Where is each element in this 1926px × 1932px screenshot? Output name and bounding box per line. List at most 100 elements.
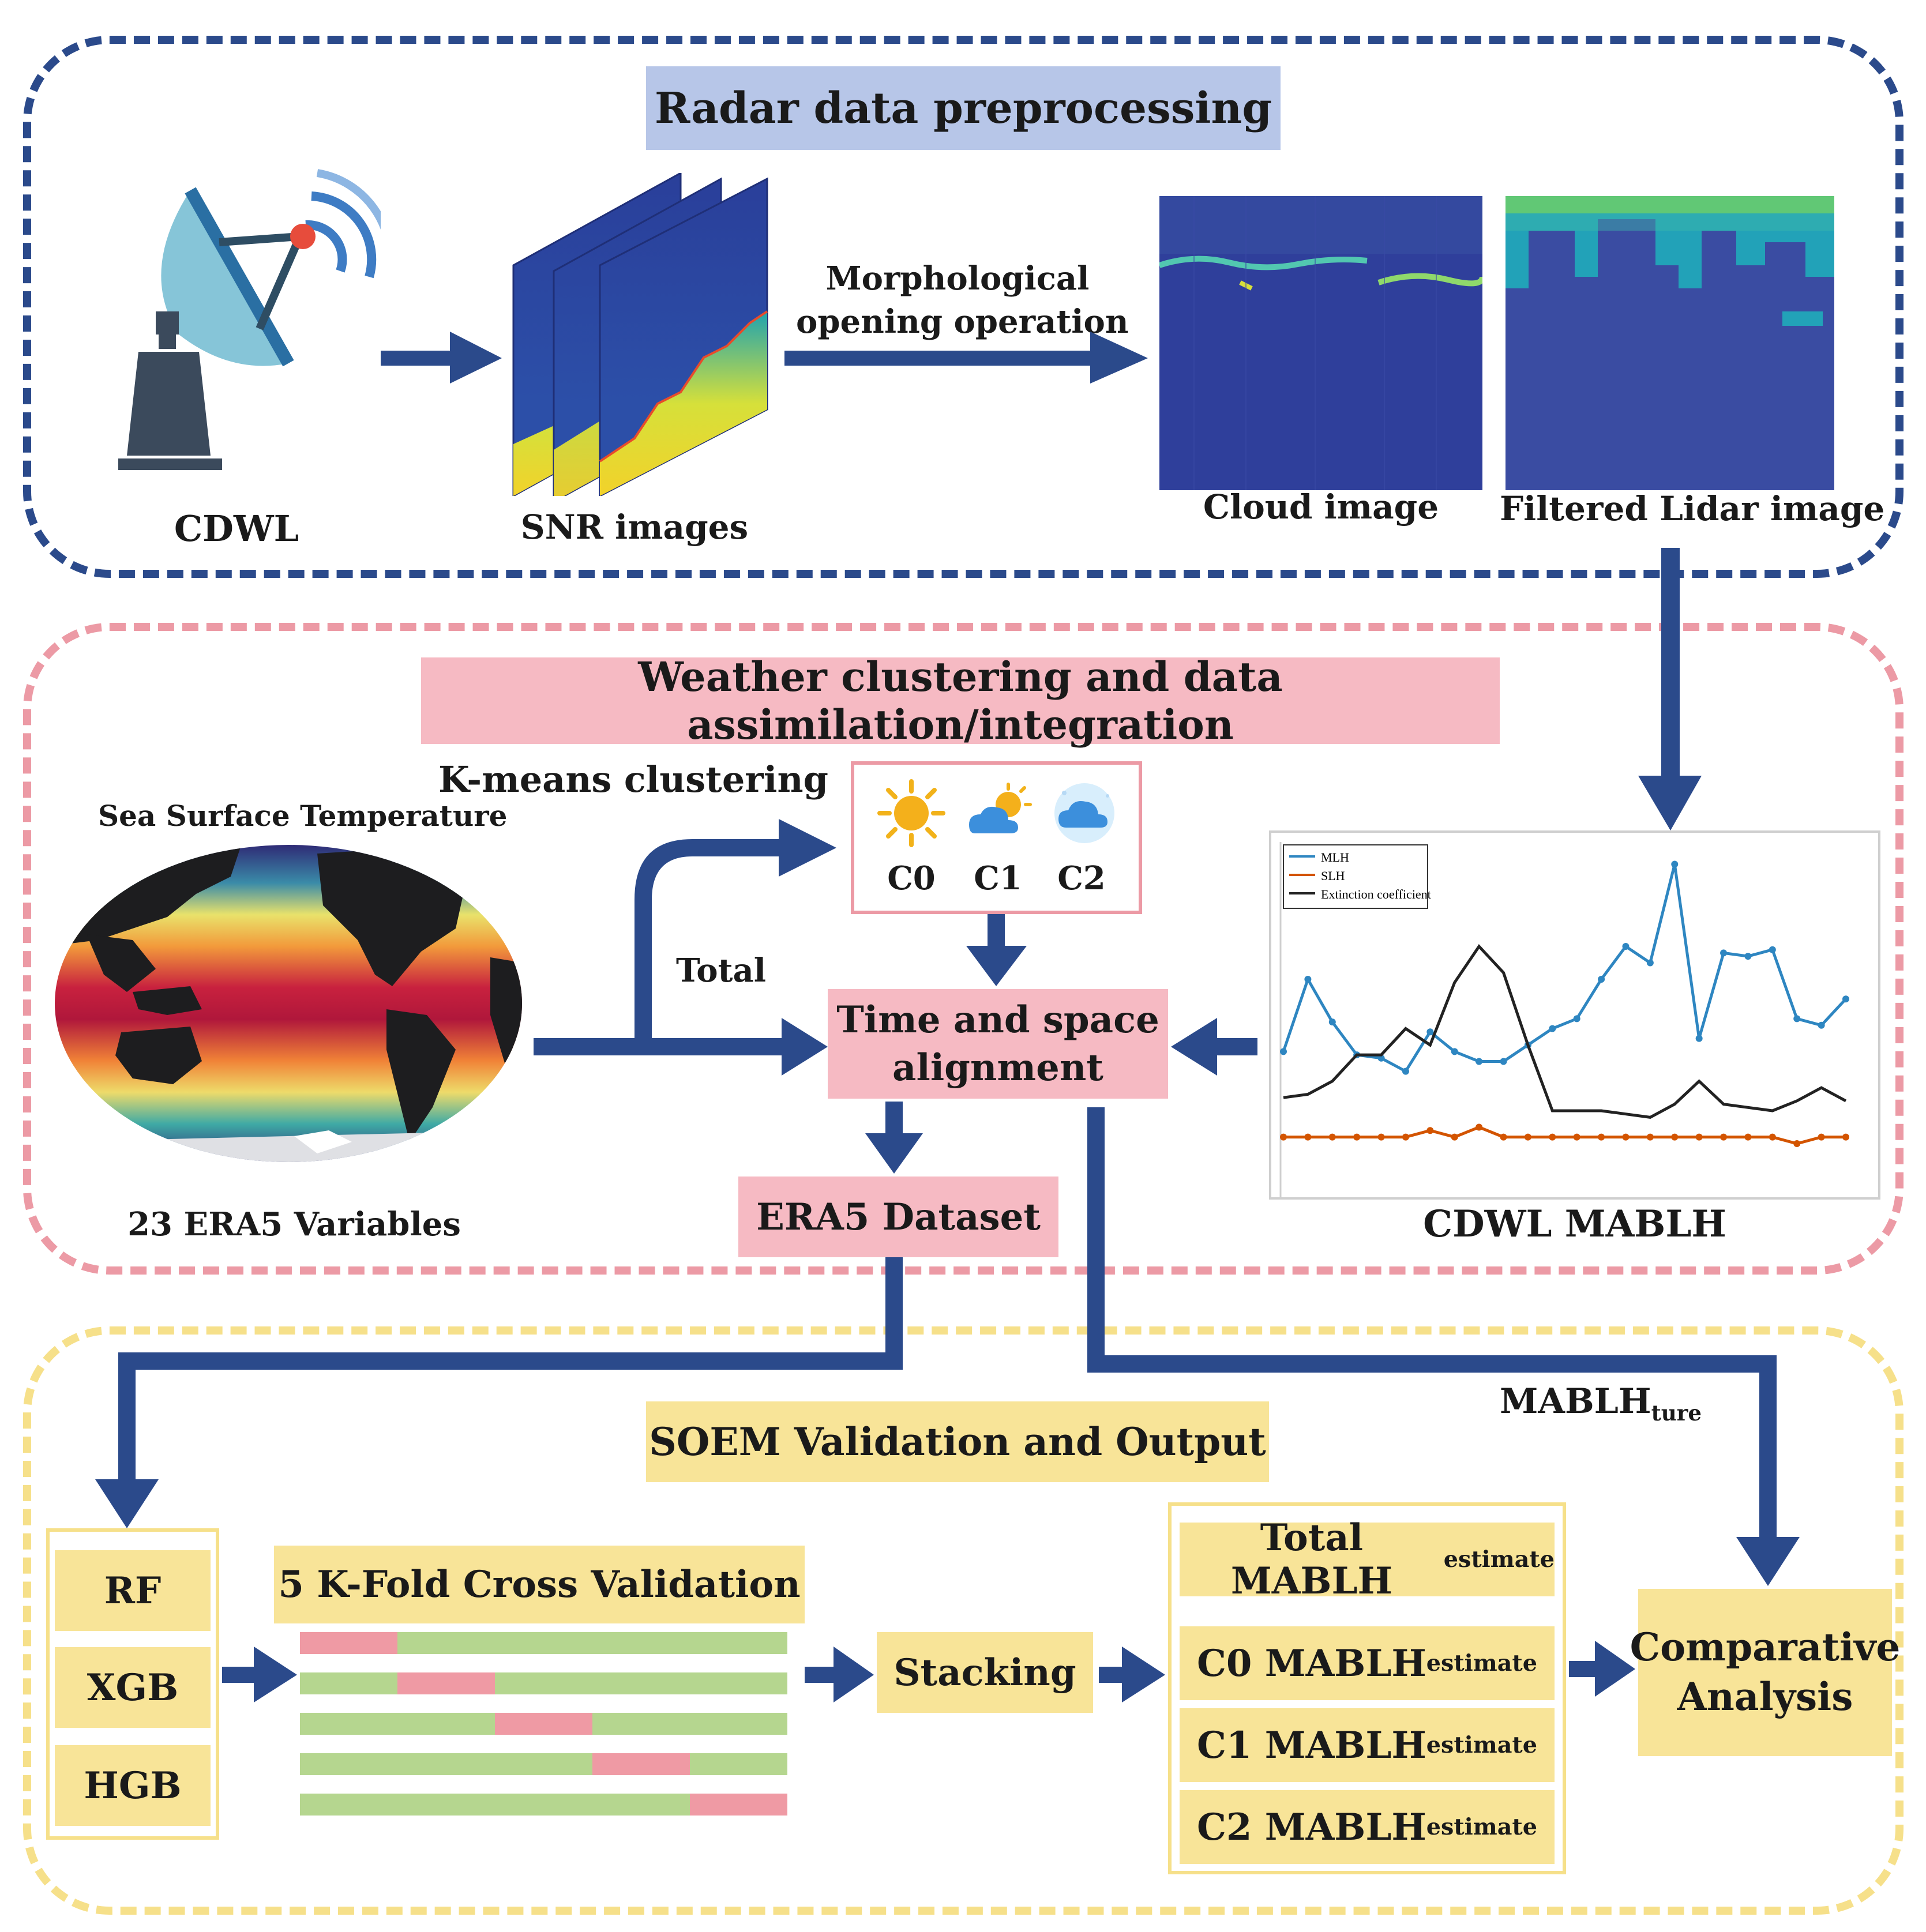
mablh-true-sub: ture xyxy=(1651,1400,1702,1426)
series-point-1-12 xyxy=(1573,1133,1580,1141)
series-point-1-9 xyxy=(1500,1133,1507,1141)
series-point-0-12 xyxy=(1573,1015,1580,1023)
series-point-0-17 xyxy=(1695,1035,1703,1042)
cloud-image xyxy=(1159,196,1482,490)
arrow-snr-to-cloud xyxy=(784,332,1148,384)
total-label: Total xyxy=(675,952,767,990)
morphological-label-line1: Morphological xyxy=(825,260,1090,298)
cloud-image-label: Cloud image xyxy=(1203,487,1439,527)
cluster-label-c1: C1 xyxy=(974,859,1022,897)
series-point-1-22 xyxy=(1818,1133,1825,1141)
mablh-true-label: MABLHture xyxy=(1500,1381,1742,1426)
cluster-label-c0: C0 xyxy=(887,859,936,897)
series-point-1-20 xyxy=(1769,1133,1776,1141)
comparative-line2: Analysis xyxy=(1677,1674,1853,1719)
series-line-1 xyxy=(1283,1125,1846,1145)
cdwl-label: CDWL xyxy=(174,508,299,550)
series-point-0-22 xyxy=(1818,1021,1825,1029)
fold-bar-2 xyxy=(300,1672,787,1694)
radar-antenna-icon xyxy=(118,169,381,470)
chart-legend: MLH SLH Extinction coefficient xyxy=(1283,844,1431,909)
series-point-0-19 xyxy=(1744,953,1752,960)
filtered-lidar-image xyxy=(1505,196,1834,490)
filtered-lidar-label: Filtered Lidar image xyxy=(1500,489,1885,528)
series-point-0-15 xyxy=(1646,959,1654,967)
cloudy-icon xyxy=(1054,783,1114,843)
series-point-1-7 xyxy=(1451,1133,1458,1141)
series-point-1-0 xyxy=(1280,1133,1287,1141)
cdwl-mablh-label: CDWL MABLH xyxy=(1423,1202,1726,1246)
model-xgb: XGB xyxy=(55,1647,211,1728)
fold-test-segment-4 xyxy=(592,1753,690,1775)
comparative-line1: Comparative xyxy=(1630,1625,1901,1670)
series-point-1-3 xyxy=(1353,1133,1361,1141)
weather-section-frame xyxy=(23,623,1904,1275)
soem-section-title: SOEM Validation and Output xyxy=(646,1401,1269,1482)
series-point-0-7 xyxy=(1451,1048,1458,1055)
series-point-1-10 xyxy=(1524,1133,1531,1141)
legend-slh: SLH xyxy=(1321,869,1345,883)
mablh-true-prefix: MABLH xyxy=(1500,1381,1651,1422)
soem-section-frame xyxy=(23,1326,1904,1915)
series-point-0-13 xyxy=(1598,976,1605,983)
model-rf: RF xyxy=(55,1550,211,1631)
radar-section-frame xyxy=(23,36,1904,578)
series-point-1-6 xyxy=(1426,1127,1434,1134)
weather-section-title: Weather clustering and data assimilation… xyxy=(421,653,1500,749)
time-space-line2: alignment xyxy=(892,1046,1103,1089)
series-line-0 xyxy=(1282,863,1847,1073)
models-box xyxy=(46,1528,219,1840)
estimate-c0-sub: estimate xyxy=(1426,1650,1538,1677)
time-space-alignment-box: Time and space alignment xyxy=(828,989,1168,1099)
kfold-label: 5 K-Fold Cross Validation xyxy=(274,1546,805,1623)
series-point-1-11 xyxy=(1549,1133,1556,1141)
fold-test-segment-2 xyxy=(397,1672,495,1694)
series-point-0-20 xyxy=(1769,946,1776,953)
series-point-0-18 xyxy=(1720,949,1728,957)
series-point-0-4 xyxy=(1377,1054,1385,1062)
snr-images-label: SNR images xyxy=(520,508,749,547)
sst-title: Sea Surface Temperature xyxy=(98,799,508,833)
snr-images-stack xyxy=(512,173,768,496)
series-point-0-0 xyxy=(1280,1048,1287,1055)
cluster-label-c2: C2 xyxy=(1057,859,1106,897)
series-point-1-18 xyxy=(1720,1133,1728,1141)
fold-test-segment-5 xyxy=(690,1794,787,1816)
series-point-1-1 xyxy=(1304,1133,1312,1141)
series-point-0-6 xyxy=(1426,1028,1434,1036)
chart-series-group xyxy=(1280,860,1849,1147)
series-point-0-11 xyxy=(1549,1025,1556,1032)
series-point-0-21 xyxy=(1793,1015,1801,1023)
fold-test-segment-1 xyxy=(300,1632,397,1654)
estimates-box xyxy=(1168,1502,1566,1874)
series-point-0-16 xyxy=(1671,860,1679,868)
series-point-1-19 xyxy=(1744,1133,1752,1141)
series-point-1-13 xyxy=(1598,1133,1605,1141)
series-point-1-21 xyxy=(1793,1140,1801,1147)
series-point-0-9 xyxy=(1500,1058,1507,1065)
era5-variables-label: 23 ERA5 Variables xyxy=(127,1205,461,1243)
estimate-c2-sub: estimate xyxy=(1426,1814,1538,1840)
estimate-c1-sub: estimate xyxy=(1426,1732,1538,1758)
model-hgb: HGB xyxy=(55,1745,211,1826)
fold-bar-4 xyxy=(300,1753,787,1775)
radar-section-title: Radar data preprocessing xyxy=(646,66,1281,150)
kfold-bars xyxy=(300,1632,787,1816)
series-point-1-23 xyxy=(1842,1133,1849,1141)
kmeans-label: K-means clustering xyxy=(438,758,828,800)
series-point-1-16 xyxy=(1671,1133,1679,1141)
series-point-0-5 xyxy=(1402,1068,1409,1075)
legend-mlh: MLH xyxy=(1321,850,1349,864)
series-point-0-14 xyxy=(1622,943,1630,950)
series-point-0-23 xyxy=(1842,995,1849,1003)
partly-cloudy-icon xyxy=(969,783,1032,833)
estimate-c2-prefix: C2 MABLH xyxy=(1196,1805,1426,1849)
series-point-1-4 xyxy=(1377,1133,1385,1141)
morphological-label-line2: opening operation xyxy=(796,303,1129,341)
fold-test-segment-3 xyxy=(495,1713,592,1735)
estimate-c0-prefix: C0 MABLH xyxy=(1196,1641,1426,1685)
